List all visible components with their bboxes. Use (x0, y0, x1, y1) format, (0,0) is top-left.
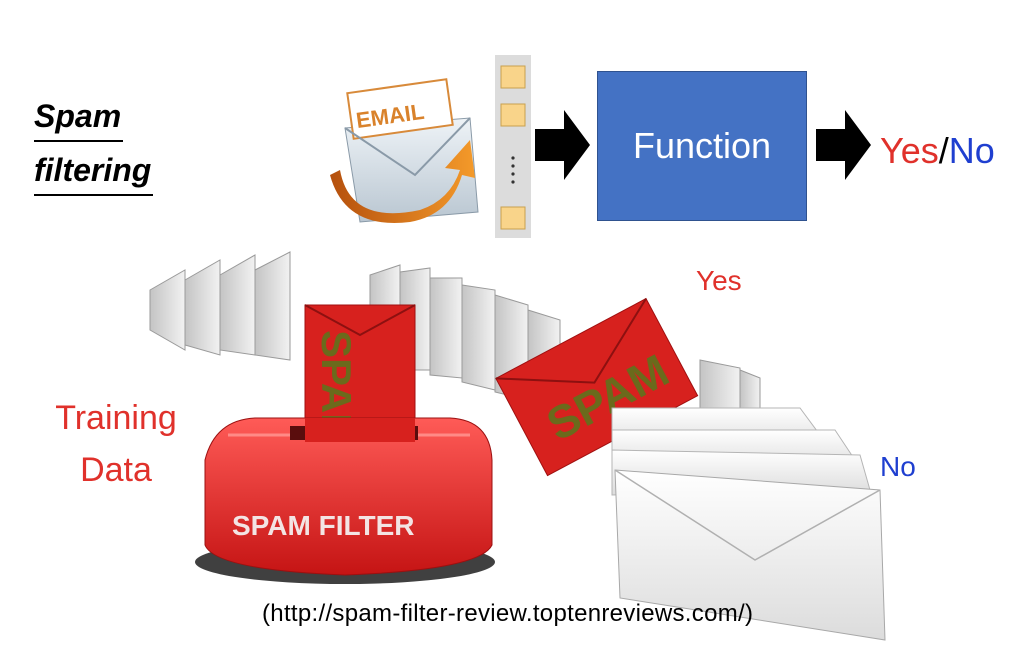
spam-filter-box: SPAM FILTER (195, 417, 495, 584)
email-icon: EMAIL (330, 78, 479, 224)
spam-envelope-sorted: SPAM (495, 297, 699, 477)
output-yes-no: Yes/No (880, 129, 995, 173)
spam-filtering-heading: Spam filtering (34, 92, 154, 196)
sorted-yes-label: Yes (696, 265, 742, 296)
training-line-1: Training (55, 399, 177, 437)
spam-filter-label: SPAM FILTER (232, 510, 415, 541)
ham-envelope-stack (611, 407, 886, 641)
output-yes: Yes (880, 130, 939, 171)
source-url: (http://spam-filter-review.toptenreviews… (262, 600, 754, 627)
function-label: Function (632, 125, 772, 166)
heading-line-2: filtering (34, 146, 154, 196)
output-slash: / (938, 130, 949, 171)
training-line-2: Data (80, 451, 152, 489)
function-box: Function (597, 71, 807, 221)
output-no: No (948, 130, 995, 171)
arrow-to-function (535, 110, 590, 180)
arrow-to-output (816, 110, 871, 180)
heading-line-1: Spam (34, 92, 124, 142)
feature-vector (495, 55, 531, 238)
training-data-label: Training Data (45, 392, 187, 496)
sorted-no-label: No (880, 451, 916, 482)
